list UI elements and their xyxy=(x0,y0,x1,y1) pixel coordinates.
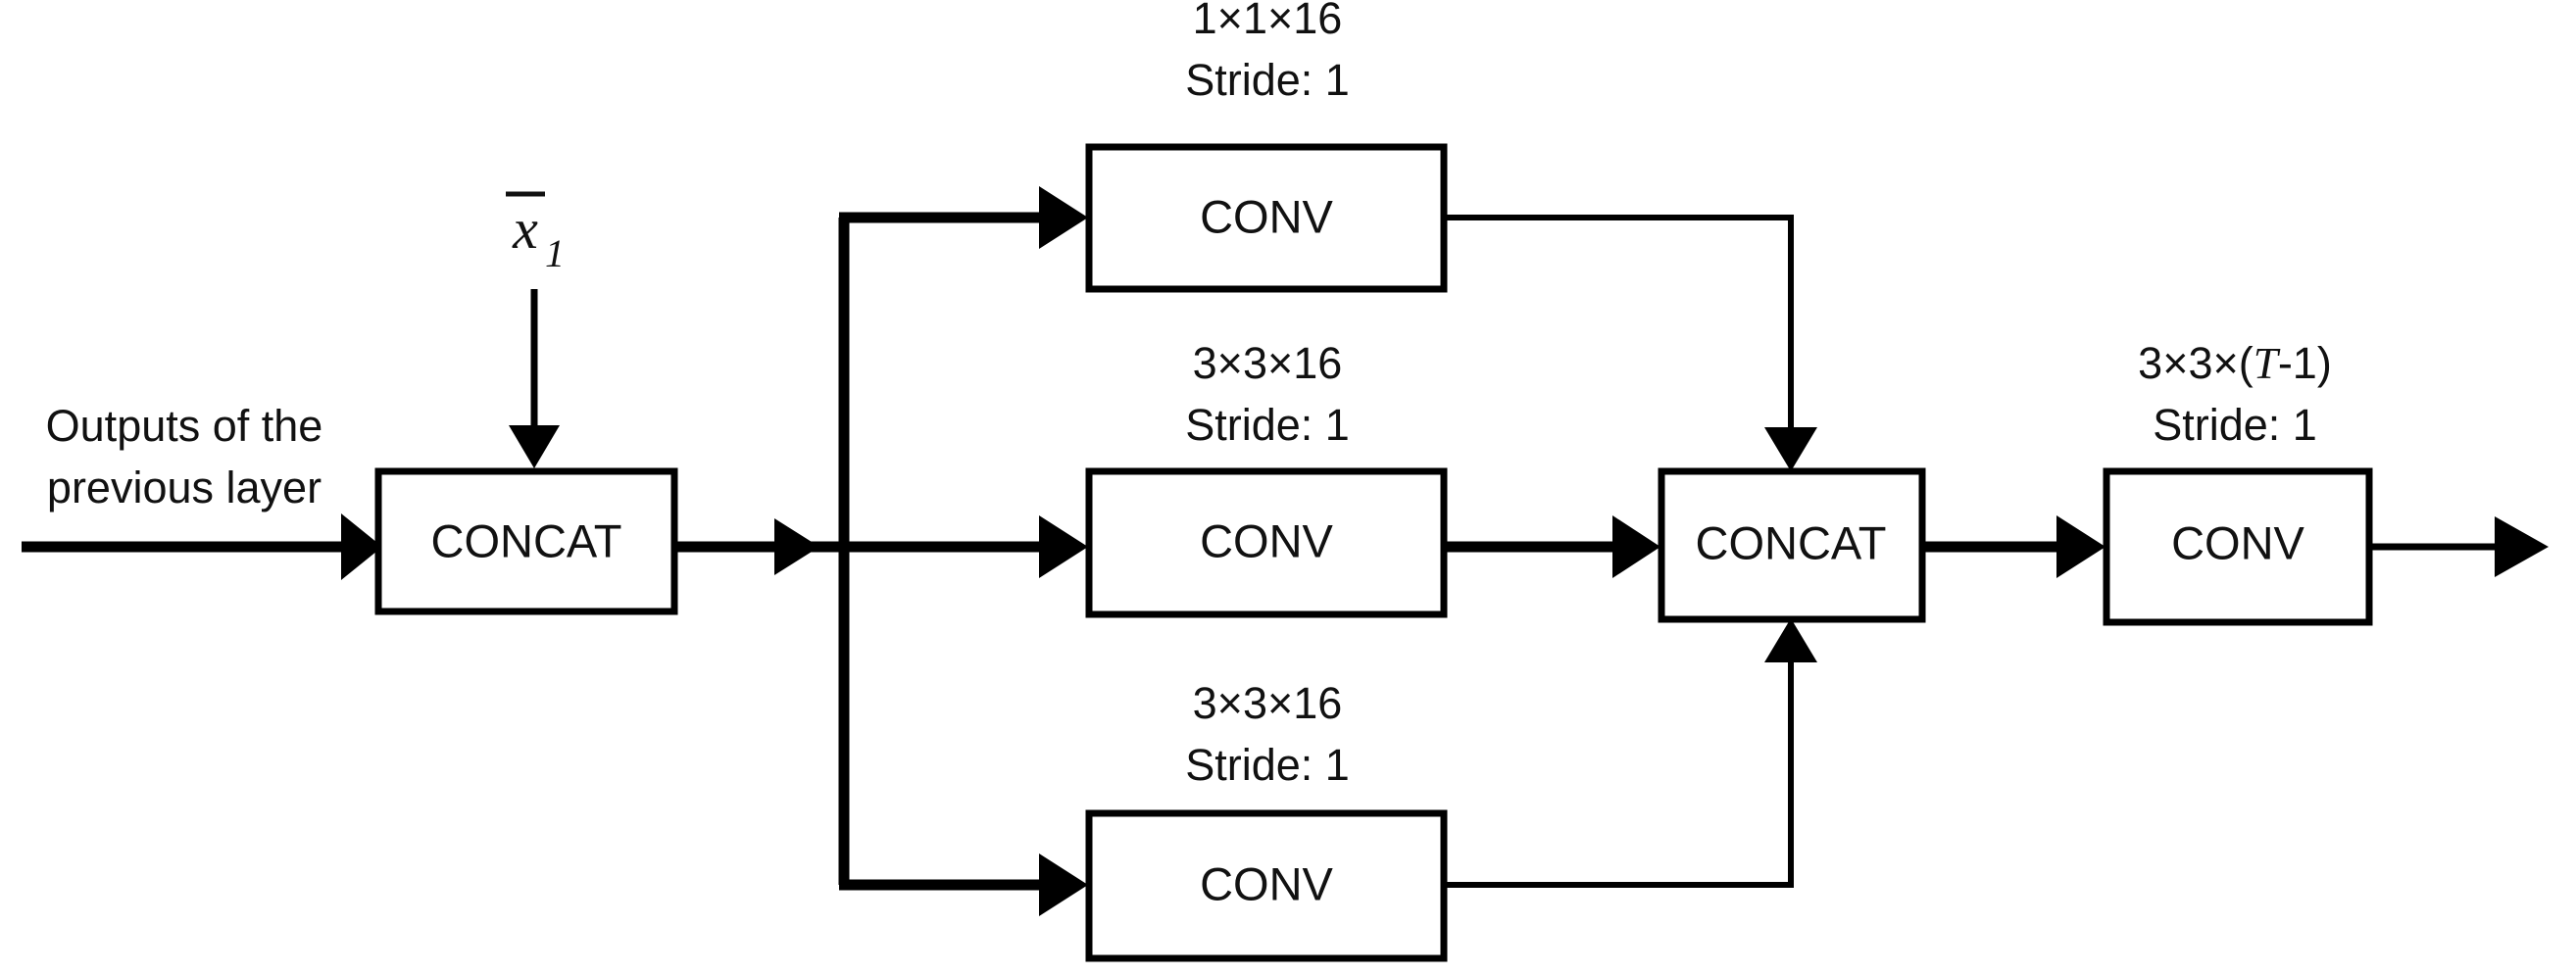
final-conv-input-wire xyxy=(1922,515,2105,578)
block-conv-final[interactable]: CONV xyxy=(2103,467,2373,626)
annotation-conv-bot-kernel: 3×3×16 xyxy=(1193,678,1343,728)
annotation-conv-final-kernel-var: T xyxy=(2254,339,2281,388)
annotation-conv-mid-stride: Stride: 1 xyxy=(1185,400,1350,450)
annotation-conv-bot: 3×3×16 Stride: 1 xyxy=(1185,678,1350,790)
block-conv-top[interactable]: CONV xyxy=(1085,143,1448,293)
block-concat-input-label: CONCAT xyxy=(431,514,622,566)
injected-variable-symbol: x xyxy=(512,197,538,261)
branch-mid-wires xyxy=(844,515,1088,578)
annotation-conv-final: 3×3×(T-1) Stride: 1 xyxy=(2138,338,2332,450)
branch-top-wires xyxy=(839,186,1088,249)
merge-top-wires xyxy=(1444,215,1817,471)
block-conv-final-label: CONV xyxy=(2171,516,2304,568)
block-conv-mid[interactable]: CONV xyxy=(1085,467,1448,618)
merge-mid-wires xyxy=(1444,515,1660,578)
input-label-line-2: previous layer xyxy=(47,463,322,512)
annotation-conv-top-stride: Stride: 1 xyxy=(1185,55,1350,105)
input-text-label: Outputs of the previous layer xyxy=(46,401,323,512)
block-conv-bot-label: CONV xyxy=(1200,857,1333,909)
annotation-conv-final-kernel-suffix: -1) xyxy=(2278,338,2332,388)
annotation-conv-final-kernel-prefix: 3×3×( xyxy=(2138,338,2254,388)
injected-variable-subscript: 1 xyxy=(545,231,565,275)
output-arrow xyxy=(2369,516,2549,577)
annotation-conv-final-kernel: 3×3×(T-1) xyxy=(2138,338,2332,388)
block-concat-output[interactable]: CONCAT xyxy=(1658,467,1926,623)
block-conv-bot[interactable]: CONV xyxy=(1085,809,1448,962)
injected-variable-arrow xyxy=(509,289,560,468)
input-label-line-1: Outputs of the xyxy=(46,401,323,451)
block-conv-mid-label: CONV xyxy=(1200,514,1333,566)
block-conv-top-label: CONV xyxy=(1200,190,1333,242)
merge-bot-wires xyxy=(1444,618,1817,888)
block-concat-input[interactable]: CONCAT xyxy=(374,467,678,615)
annotation-conv-top-kernel: 1×1×16 xyxy=(1193,0,1343,43)
annotation-conv-mid: 3×3×16 Stride: 1 xyxy=(1185,338,1350,450)
annotation-conv-final-stride: Stride: 1 xyxy=(2153,400,2317,450)
branch-bot-wires xyxy=(839,853,1088,916)
input-arrow xyxy=(22,513,382,580)
split-junction-wires xyxy=(674,218,850,885)
block-concat-output-label: CONCAT xyxy=(1696,516,1887,568)
injected-variable-label: x 1 xyxy=(506,191,565,275)
annotation-conv-bot-stride: Stride: 1 xyxy=(1185,740,1350,790)
annotation-conv-mid-kernel: 3×3×16 xyxy=(1193,338,1343,388)
annotation-conv-top: 1×1×16 Stride: 1 xyxy=(1185,0,1350,105)
